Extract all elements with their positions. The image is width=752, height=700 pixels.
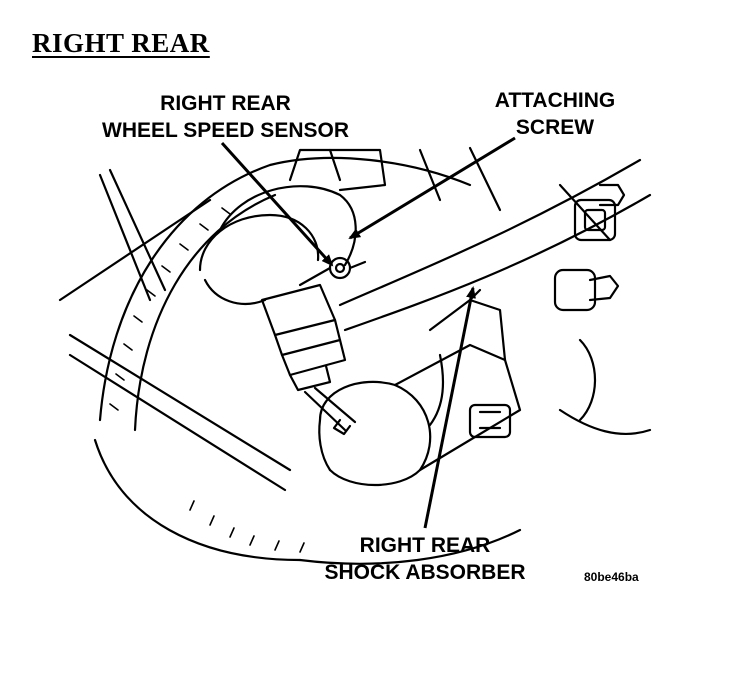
shock-callout-line1: RIGHT REAR [359,534,491,557]
screw-leader-arrow [348,136,516,240]
screw-callout-line2: SCREW [515,116,595,139]
figure-code: 80be46ba [584,570,639,584]
sensor-callout-line1: RIGHT REAR [160,92,291,115]
screw-callout-line1: ATTACHING [494,89,616,112]
wheel-speed-sensor-callout: RIGHT REAR WHEEL SPEED SENSOR [78,90,373,144]
knuckle [198,148,387,305]
sensor-leader-arrow [220,141,334,267]
attaching-screw [298,256,367,287]
shock-absorber-callout: RIGHT REAR SHOCK ABSORBER [300,532,550,586]
attaching-screw-callout: ATTACHING SCREW [470,87,640,141]
wheel-speed-sensor [260,283,357,436]
shock-callout-line2: SHOCK ABSORBER [324,561,526,584]
sensor-callout-line2: WHEEL SPEED SENSOR [102,119,349,142]
shock-absorber [318,288,522,486]
shock-leader-arrow [423,286,476,529]
brake-rotor [93,156,522,565]
mount-bolts [468,183,652,439]
figure-heading: RIGHT REAR [32,28,210,58]
suspension-links [58,146,652,492]
